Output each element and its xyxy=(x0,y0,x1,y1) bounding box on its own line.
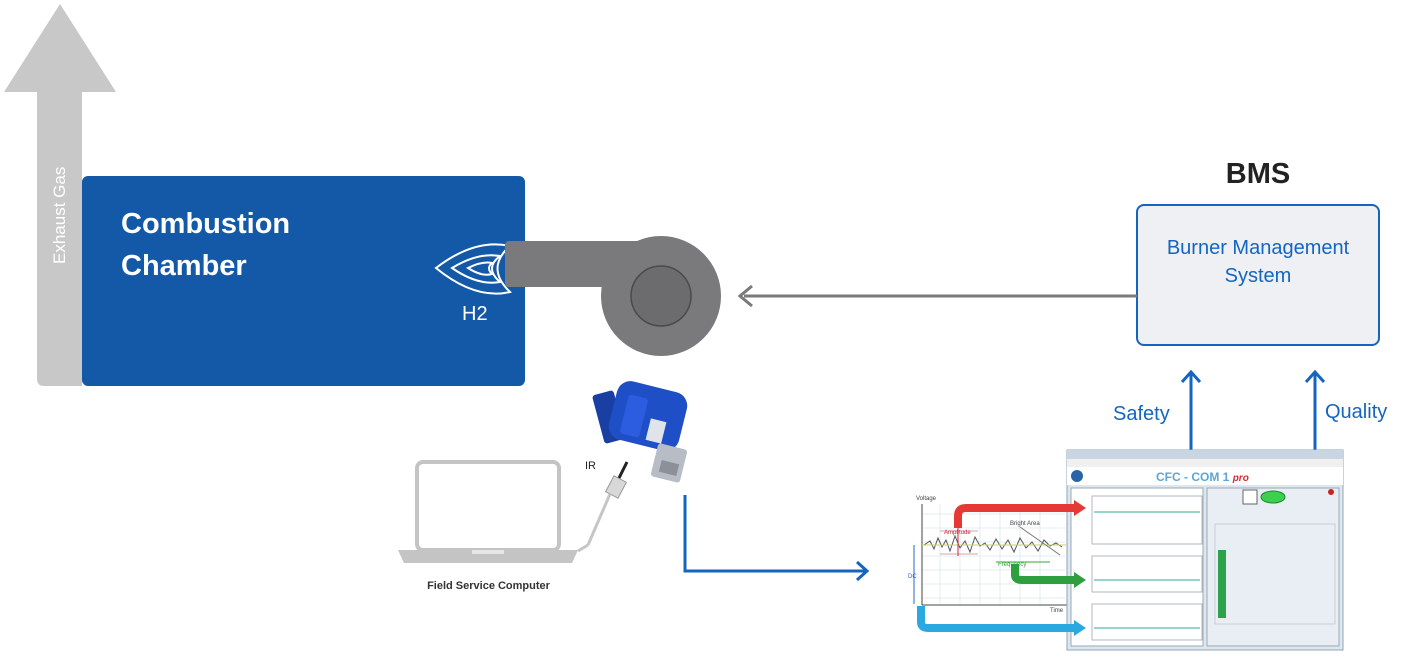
combustion-chamber-box xyxy=(82,176,525,386)
combustion-chamber-title: Combustion Chamber xyxy=(121,208,291,282)
software-window-icon xyxy=(1066,449,1344,651)
dc-arrowhead xyxy=(1074,620,1086,636)
laptop-icon xyxy=(398,460,578,563)
flame-icon xyxy=(434,243,513,295)
svg-text:Time: Time xyxy=(1050,608,1064,614)
bms-box xyxy=(1136,204,1380,346)
laptop-label: Field Service Computer xyxy=(427,580,550,592)
exhaust-arrow xyxy=(4,4,116,386)
amplitude-arrowhead xyxy=(1074,500,1086,516)
svg-text:Bright Area: Bright Area xyxy=(1010,521,1040,527)
ir-label: IR xyxy=(585,460,596,472)
fan-icon xyxy=(505,236,721,356)
fuel-label: H2 xyxy=(462,303,488,325)
quality-arrow xyxy=(1304,369,1326,450)
safety-label: Safety xyxy=(1113,403,1170,425)
quality-label: Quality xyxy=(1325,401,1388,423)
bms-to-fan-arrow xyxy=(737,284,1137,308)
dc-signal-arrow xyxy=(917,606,1076,632)
software-title-suffix: pro xyxy=(1232,473,1249,484)
frequency-signal-arrow xyxy=(1011,564,1076,584)
frequency-arrowhead xyxy=(1074,572,1086,588)
svg-text:Voltage: Voltage xyxy=(916,496,937,502)
safety-arrow xyxy=(1180,369,1202,450)
svg-text:DC: DC xyxy=(908,574,917,580)
amplitude-signal-arrow xyxy=(954,504,1076,528)
software-title-text: CFC - COM 1 xyxy=(1156,470,1230,484)
ir-cable xyxy=(577,461,629,553)
scanner-to-chart-arrow xyxy=(683,495,870,582)
signal-chart-icon: Voltage DC Time Amplitude Bright Area Fr… xyxy=(908,496,1069,614)
bms-box-text: Burner Management System xyxy=(1166,237,1350,287)
software-title: CFC - COM 1 pro xyxy=(1156,470,1249,484)
svg-text:Amplitude: Amplitude xyxy=(944,530,971,536)
bms-heading: BMS xyxy=(1225,158,1291,190)
exhaust-gas-label: Exhaust Gas xyxy=(50,166,69,264)
flame-scanner-icon xyxy=(592,381,688,483)
